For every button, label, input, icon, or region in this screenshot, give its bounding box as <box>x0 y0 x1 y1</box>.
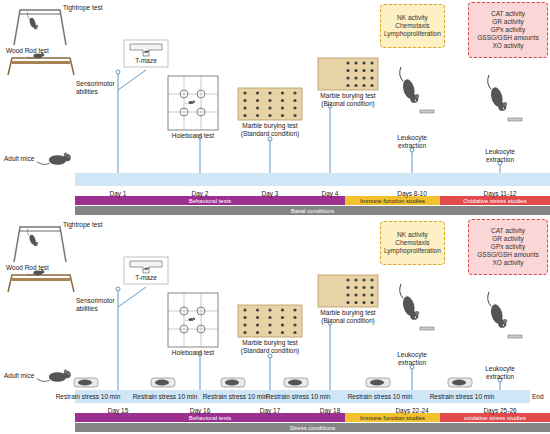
day-label: Days 11-12 <box>480 190 520 198</box>
stress-label: Restrain stress 10 min <box>53 393 123 401</box>
step-label: Sensorimotor abilities <box>76 80 118 95</box>
assay-name: Chemotaxis <box>395 239 429 247</box>
bar-label: Stress conditions <box>290 424 336 432</box>
assay-name: CAT activity <box>491 10 525 18</box>
assay-name: GPx activity <box>491 243 525 251</box>
step-label: Sensorimotor abilities <box>76 297 118 312</box>
step-label: Leukocyte extraction <box>479 148 521 163</box>
step-label: Holeboard test <box>163 132 223 140</box>
assay-name: GSSG/GSH amounts <box>477 251 538 259</box>
assay-name: NK activity <box>397 14 428 22</box>
step-label: End <box>532 393 544 401</box>
assay-name: NK activity <box>397 231 428 239</box>
step-label: Wood Rod test <box>6 47 49 55</box>
day-label: Day 2 <box>180 190 220 198</box>
assay-name: CAT activity <box>491 227 525 235</box>
stress-label: Restrain stress 10 min <box>263 393 333 401</box>
phase-bar: Immune function studies <box>345 196 440 205</box>
phase-bar: Behavioral tests <box>75 196 345 205</box>
day-label: Days 8-10 <box>392 190 432 198</box>
phase-bar: Basal conditions <box>75 206 550 215</box>
assay-box: NK activityChemotaxisLymphoproliferation <box>380 221 445 265</box>
assay-name: GPx activity <box>491 26 525 34</box>
stress-label: Restrain stress 10 min <box>345 393 415 401</box>
step-label: Leukocyte extraction <box>391 351 433 366</box>
bar-label: oxidative stress studies <box>464 414 526 422</box>
day-label: Days 25-26 <box>480 407 520 415</box>
step-label: Marble burying test (Bizonal condition) <box>313 309 383 324</box>
phase-bar: Oxidative stress studies <box>440 196 550 205</box>
day-label: Day 15 <box>98 407 138 415</box>
step-label: T-maze <box>126 274 166 282</box>
bar-label: Oxidative stress studies <box>463 197 526 205</box>
day-label: Days 22-24 <box>392 407 432 415</box>
step-label: Marble burying test (Standard condition) <box>235 339 305 354</box>
assay-name: GR activity <box>492 235 523 243</box>
phase-bar: Immune function studies <box>345 413 440 422</box>
bar-label: Behavioral tests <box>189 414 232 422</box>
day-label: Day 3 <box>250 190 290 198</box>
step-label: Wood Rod test <box>6 264 49 272</box>
phase-bar: Stress conditions <box>75 423 550 432</box>
step-label: Adult mice <box>4 372 34 380</box>
assay-box: CAT activityGR activityGPx activityGSSG/… <box>468 219 548 275</box>
stress-label: Restrain stress 10 min <box>200 393 270 401</box>
step-label: T-maze <box>126 57 166 65</box>
step-label: Leukocyte extraction <box>391 134 433 149</box>
step-label: Adult mice <box>4 155 34 163</box>
assay-name: XO activity <box>492 259 523 267</box>
step-label: Tightrope test <box>63 221 103 229</box>
stress-label: Restrain stress 10 min <box>427 393 497 401</box>
phase-bar: Behavioral tests <box>75 413 345 422</box>
day-label: Day 16 <box>180 407 220 415</box>
phase-bar: oxidative stress studies <box>440 413 550 422</box>
assay-name: Lymphoproliferation <box>384 247 441 255</box>
step-label: Marble burying test (Standard condition) <box>235 122 305 137</box>
day-label: Day 18 <box>310 407 350 415</box>
bar-label: Immune function studies <box>360 414 425 422</box>
step-label: Holeboard test <box>163 349 223 357</box>
step-label: Tightrope test <box>63 4 103 12</box>
day-label: Day 1 <box>98 190 138 198</box>
step-label: Leukocyte extraction <box>479 365 521 380</box>
assay-box: CAT activityGR activityGPx activityGSSG/… <box>468 2 548 58</box>
assay-name: XO activity <box>492 42 523 50</box>
assay-name: GSSG/GSH amounts <box>477 34 538 42</box>
assay-name: GR activity <box>492 18 523 26</box>
bar-label: Behavioral tests <box>189 197 232 205</box>
day-label: Day 17 <box>250 407 290 415</box>
assay-name: Lymphoproliferation <box>384 30 441 38</box>
assay-name: Chemotaxis <box>395 22 429 30</box>
bar-label: Basal conditions <box>291 207 335 215</box>
assay-box: NK activityChemotaxisLymphoproliferation <box>380 4 445 48</box>
stress-label: Restrain stress 10 min <box>130 393 200 401</box>
bar-label: Immune function studies <box>360 197 425 205</box>
day-label: Day 4 <box>310 190 350 198</box>
step-label: Marble burying test (Bizonal condition) <box>313 92 383 107</box>
